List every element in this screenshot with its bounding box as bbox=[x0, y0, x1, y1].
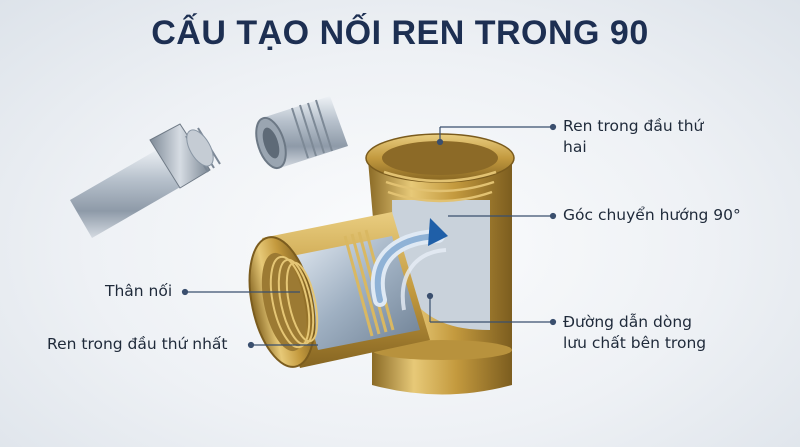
label-flow-path-line1: Đường dẫn dòng bbox=[563, 313, 692, 331]
label-flow-path: Đường dẫn dòng lưu chất bên trong bbox=[563, 312, 706, 354]
diagram-title: CẤU TẠO NỐI REN TRONG 90 bbox=[151, 14, 649, 52]
label-direction-change: Góc chuyển hướng 90° bbox=[563, 206, 741, 224]
label-second-thread: Ren trong đầu thứ hai bbox=[563, 116, 703, 158]
label-second-thread-line1: Ren trong đầu thứ bbox=[563, 117, 704, 135]
label-body: Thân nối bbox=[105, 282, 173, 300]
flow-arrow bbox=[370, 218, 448, 311]
threaded-nipple bbox=[255, 96, 348, 170]
label-second-thread-line2: hai bbox=[563, 138, 587, 156]
leader-lines bbox=[181, 123, 557, 349]
label-flow-path-line2: lưu chất bên trong bbox=[563, 334, 707, 352]
label-first-thread: Ren trong đầu thứ nhất bbox=[47, 335, 228, 353]
left-pipe bbox=[70, 123, 221, 238]
